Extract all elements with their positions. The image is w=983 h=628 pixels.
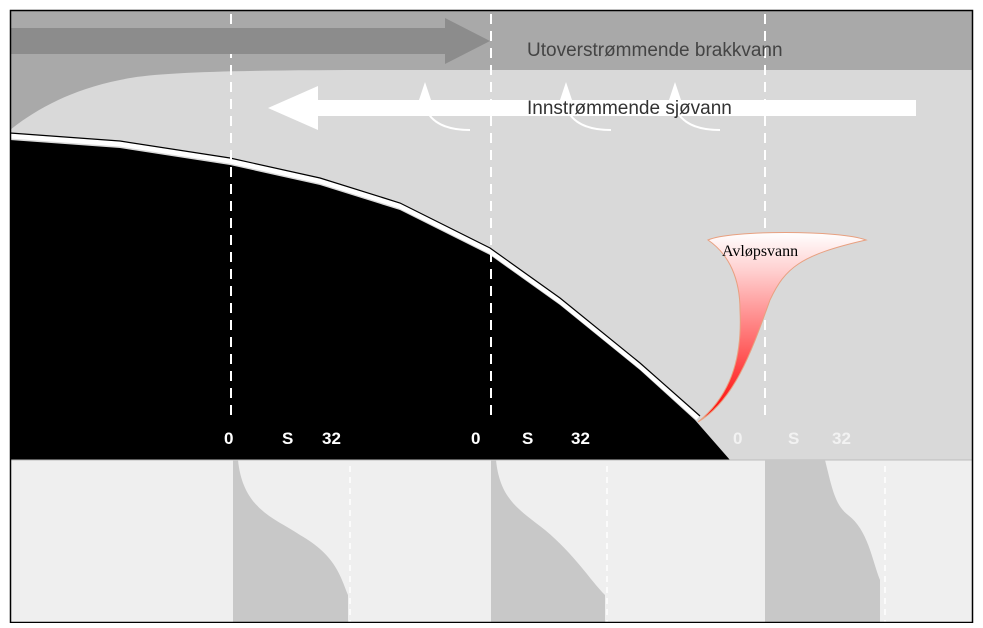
salinity-symbol-3: S	[788, 429, 799, 448]
salinity-max-1: 32	[322, 429, 341, 448]
outflow-arrow	[10, 18, 490, 64]
entrainment-arrow-3	[674, 99, 721, 131]
entrainment-arrow-1	[424, 99, 471, 131]
seabed	[10, 140, 730, 460]
sewage-plume	[697, 232, 868, 423]
inflow-label: Innstrømmende sjøvann	[527, 98, 732, 119]
sewage-label: Avløpsvann	[722, 243, 798, 260]
up-arrowhead-2	[560, 82, 572, 100]
salinity-axis-3: 0 S 32	[733, 429, 851, 448]
inflow-arrow	[268, 86, 916, 130]
salinity-max-2: 32	[571, 429, 590, 448]
salinity-zero-2: 0	[471, 429, 480, 448]
entrainment-arrowheads	[419, 82, 681, 100]
salinity-zero-3: 0	[733, 429, 742, 448]
coastline	[9, 133, 700, 420]
salinity-profile-1	[233, 460, 348, 623]
salinity-profile-2	[491, 460, 605, 623]
salinity-axis-2: 0 S 32	[471, 429, 590, 448]
salinity-axis-1: 0 S 32	[224, 429, 341, 448]
salinity-symbol-2: S	[522, 429, 533, 448]
entrainment-arrow-2	[565, 99, 612, 131]
salinity-profile-3	[765, 460, 880, 623]
up-arrowhead-1	[419, 82, 431, 100]
salinity-symbol-1: S	[282, 429, 293, 448]
salinity-zero-1: 0	[224, 429, 233, 448]
up-arrowhead-3	[669, 82, 681, 100]
coastline-edge	[9, 132, 701, 417]
salinity-max-3: 32	[832, 429, 851, 448]
entrainment-arrows	[424, 99, 721, 131]
outflow-label: Utoverstrømmende brakkvann	[527, 40, 783, 61]
